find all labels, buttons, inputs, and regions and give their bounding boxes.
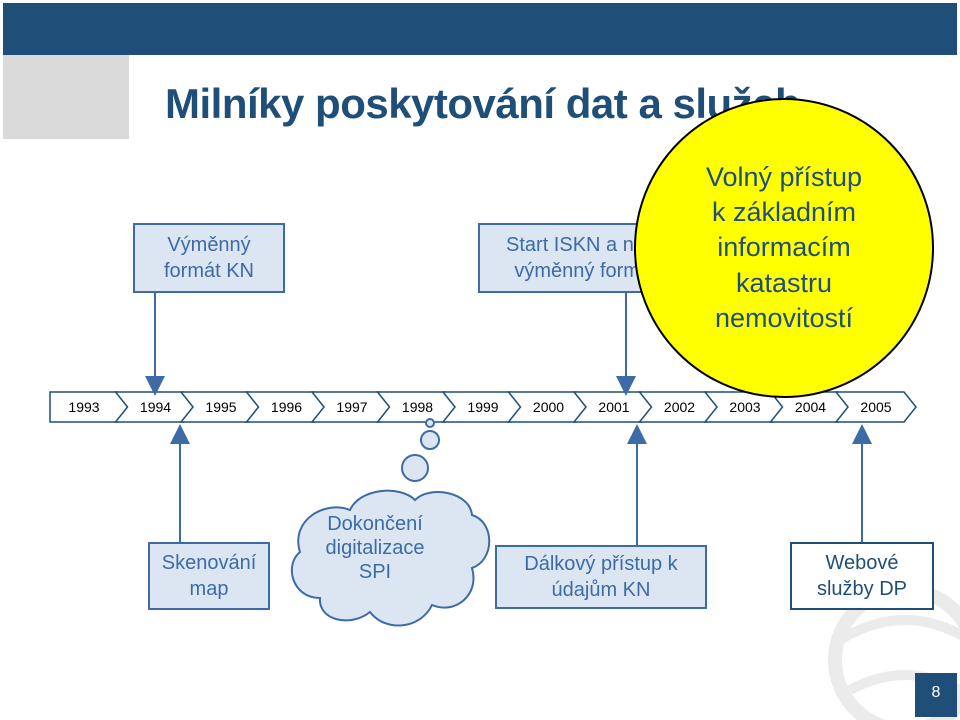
- timeline-year-label: 1997: [336, 399, 367, 415]
- timeline-year-label: 2001: [598, 399, 629, 415]
- box-skenovani-text: Skenování map: [161, 552, 257, 600]
- highlight-text: Volný přístup k základním informacím kat…: [705, 162, 863, 333]
- timeline-year-label: 2004: [795, 399, 826, 415]
- box-webove: Webové služby DP: [790, 542, 934, 610]
- timeline-year-label: 1994: [140, 399, 171, 415]
- page-number: 8: [931, 684, 941, 701]
- timeline-year-label: 1996: [271, 399, 302, 415]
- box-skenovani: Skenování map: [148, 542, 270, 610]
- box-dalkovy: Dálkový přístup k údajům KN: [495, 545, 707, 609]
- timeline-chevron-2005: [834, 391, 917, 423]
- page-number-badge: [915, 673, 957, 717]
- box-vymenny-format: Výměnný formát KN: [133, 223, 285, 293]
- box-dalkovy-text: Dálkový přístup k údajům KN: [524, 553, 678, 601]
- highlight-circle: Volný přístup k základním informacím kat…: [634, 98, 934, 398]
- cloud-text: Dokončení digitalizace SPI: [325, 513, 425, 583]
- timeline-year-label: 2003: [729, 399, 760, 415]
- thought-dot-large: [401, 454, 429, 482]
- thought-dot-medium: [420, 430, 440, 450]
- slide-title: Milníky poskytování dat a služeb: [165, 80, 801, 127]
- box-vymenny-format-text: Výměnný formát KN: [163, 234, 255, 282]
- cloud-shape: [290, 489, 491, 627]
- timeline-year-label: 1993: [68, 399, 99, 415]
- timeline-year-label: 1998: [402, 399, 433, 415]
- timeline-year-label: 2005: [860, 399, 891, 415]
- timeline-year-label: 2000: [533, 399, 564, 415]
- timeline-year-label: 2002: [664, 399, 695, 415]
- thought-dot-small: [425, 418, 435, 428]
- timeline-year-label: 1999: [467, 399, 498, 415]
- top-banner: [3, 3, 957, 55]
- box-webove-text: Webové služby DP: [816, 552, 908, 600]
- corner-decoration: [3, 55, 129, 139]
- timeline-year-label: 1995: [205, 399, 236, 415]
